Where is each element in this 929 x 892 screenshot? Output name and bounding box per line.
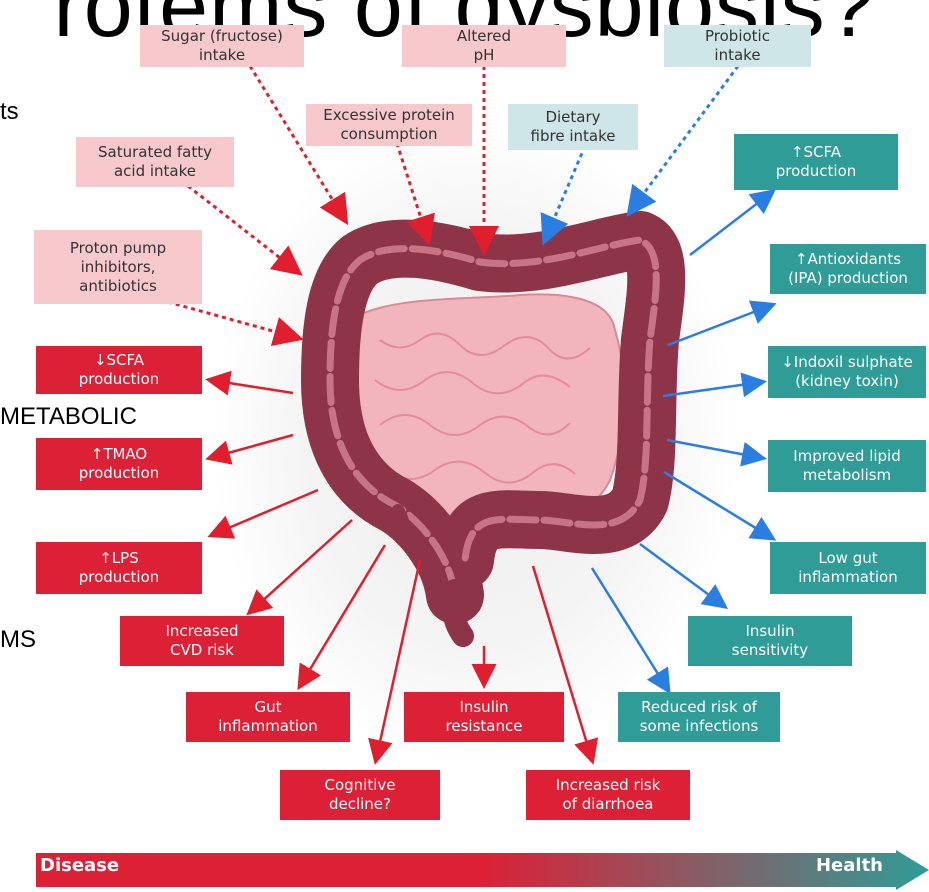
arrow-to-antioxidants [668, 305, 772, 345]
outcome-cvd-risk: Increased CVD risk [120, 616, 284, 666]
outcome-insulin-resistance: Insulin resistance [404, 692, 564, 742]
arrow-to-gut-inflammation [300, 545, 385, 686]
disease-health-scale-bar [36, 850, 929, 890]
arrow-to-scfa-up [690, 192, 772, 255]
cause-altered-ph: Altered pH [402, 25, 566, 67]
cause-excessive-protein: Excessive protein consumption [306, 104, 472, 146]
arrow-probiotic [630, 66, 738, 212]
outcome-insulin-sensitivity: Insulin sensitivity [688, 616, 852, 666]
outcome-gut-inflammation: Gut inflammation [186, 692, 350, 742]
outcome-tmao-increase: ↑TMAO production [36, 438, 202, 490]
arrow-to-scfa-down [210, 380, 293, 393]
arrow-saturated-fat [188, 186, 298, 272]
outcome-indoxil-sulphate: ↓Indoxil sulphate (kidney toxin) [768, 346, 926, 398]
cause-probiotic-intake: Probiotic intake [664, 25, 811, 67]
outcome-cognitive-decline: Cognitive decline? [280, 770, 440, 820]
outcome-low-gut-inflammation: Low gut inflammation [770, 542, 926, 594]
scale-label-health: Health [816, 855, 883, 876]
arrow-to-insulin-sensitivity [640, 544, 724, 606]
cause-saturated-fat: Saturated fatty acid intake [76, 137, 234, 187]
arrow-to-lps [212, 490, 318, 535]
cause-sugar-intake: Sugar (fructose) intake [140, 25, 304, 67]
cause-ppi-antibiotics: Proton pump inhibitors, antibiotics [34, 230, 202, 304]
outcome-scfa-decrease: ↓SCFA production [36, 346, 202, 394]
outcome-lipid-metabolism: Improved lipid metabolism [768, 440, 926, 492]
outcome-reduced-infections: Reduced risk of some infections [618, 692, 780, 742]
outcome-antioxidants: ↑Antioxidants (IPA) production [770, 244, 926, 294]
arrow-to-indoxil [663, 382, 762, 396]
cause-dietary-fibre: Dietary fibre intake [508, 104, 638, 150]
arrow-ppi [168, 302, 298, 338]
arrow-to-infections [592, 568, 668, 690]
arrow-to-cvd [250, 520, 352, 612]
scale-label-disease: Disease [40, 855, 119, 876]
outcome-lps-increase: ↑LPS production [36, 542, 202, 594]
arrow-to-low-inflammation [664, 472, 772, 538]
outcome-scfa-increase: ↑SCFA production [734, 134, 898, 190]
outcome-diarrhoea-risk: Increased risk of diarrhoea [526, 770, 690, 820]
arrow-fibre [545, 146, 585, 240]
arrow-to-tmao [210, 435, 293, 458]
arrow-to-lipid [667, 440, 762, 458]
